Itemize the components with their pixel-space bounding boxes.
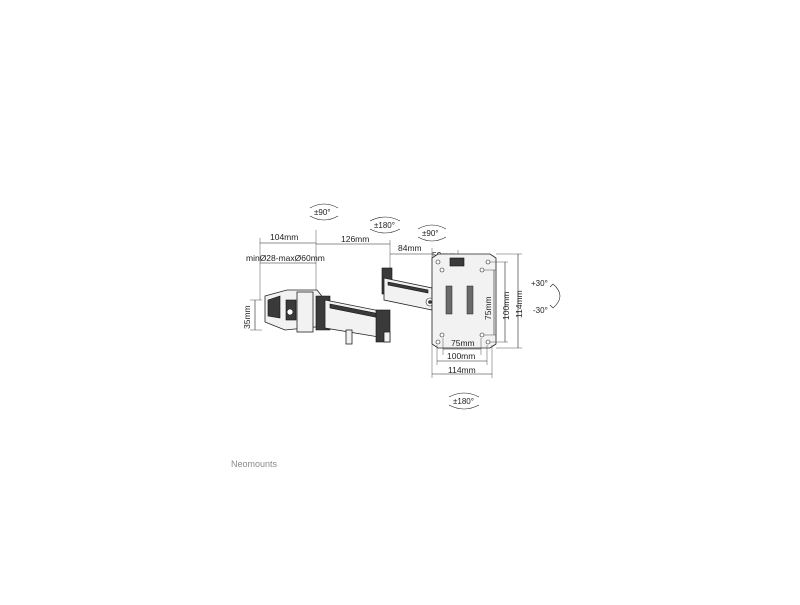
- rotation-arrow-icon: [417, 224, 447, 230]
- vesa-h-small-label: 75mm: [451, 338, 475, 348]
- arm-length-2-label: 84mm: [398, 243, 422, 253]
- clamp-height-label: 35mm: [242, 305, 252, 329]
- clamp-height-dimension: 35mm: [242, 299, 262, 331]
- tilt-arrow-icon: [552, 283, 561, 309]
- plate-width-label: 114mm: [448, 365, 476, 375]
- tilt-up-label: +30°: [531, 279, 548, 288]
- plate-dimensions-horizontal: 75mm 100mm 114mm: [431, 338, 493, 378]
- desk-clamp: [264, 289, 331, 333]
- rotation-label: ±180°: [374, 221, 395, 230]
- rotation-label: ±180°: [453, 397, 474, 406]
- plate-dimensions-vertical: 75mm 100mm 114mm: [483, 253, 524, 349]
- rotation-arrow-icon: [448, 392, 480, 398]
- arm-rotate-indicator: ±180°: [369, 216, 401, 234]
- brand-logo-text: Neomounts: [231, 459, 278, 469]
- plate-height-label: 114mm: [514, 290, 524, 318]
- plate-rotate-indicator: ±180°: [448, 392, 480, 410]
- rotation-label: ±90°: [314, 208, 331, 217]
- vesa-v-large-label: 100mm: [501, 292, 511, 320]
- vesa-plate: [431, 253, 497, 349]
- arm-length-1-label: 126mm: [341, 234, 369, 244]
- rotation-arrow-icon: [369, 216, 401, 222]
- tilt-indicator: +30° -30°: [531, 279, 561, 315]
- rotation-arrow-icon: [309, 203, 339, 209]
- arm-swivel-indicator: ±90°: [309, 203, 339, 221]
- vesa-v-small-label: 75mm: [483, 296, 493, 320]
- vesa-h-large-label: 100mm: [447, 351, 475, 361]
- clamp-range-label: minØ28-maxØ60mm: [246, 253, 325, 263]
- clamp-depth-label: 104mm: [270, 232, 298, 242]
- tilt-down-label: -30°: [533, 306, 548, 315]
- arm-section-2: [381, 267, 435, 311]
- arm-section-1: [324, 299, 391, 345]
- rotation-label: ±90°: [422, 229, 439, 238]
- head-swivel-indicator: ±90°: [417, 224, 447, 242]
